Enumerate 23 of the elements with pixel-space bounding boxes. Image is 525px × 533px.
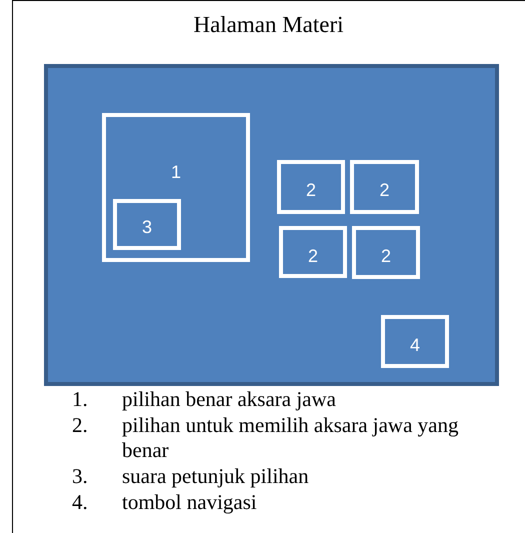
box-number: 2 [378,180,390,201]
box-number: 1 [170,162,182,183]
content-panel [44,64,499,386]
list-number: 1. [72,387,88,412]
box-number: 2 [380,246,392,267]
placeholder-box [279,226,347,278]
box-number: 4 [408,335,421,356]
placeholder-box [350,160,419,214]
placeholder-box [113,199,181,250]
list-text: suara petunjuk pilihan [122,464,310,489]
list-text: pilihan benar aksara jawa [122,387,337,412]
placeholder-box [381,315,449,368]
list-number: 4. [72,490,88,515]
box-number: 2 [306,246,319,267]
list-number: 3. [72,464,88,489]
placeholder-box [352,226,420,279]
placeholder-box [277,160,345,214]
page-title: Halaman Materi [192,12,345,38]
box-number: 2 [304,180,317,201]
list-number: 2. [72,413,88,438]
list-text: tombol navigasi [122,490,258,515]
placeholder-box [102,113,250,262]
box-number: 3 [140,217,153,238]
